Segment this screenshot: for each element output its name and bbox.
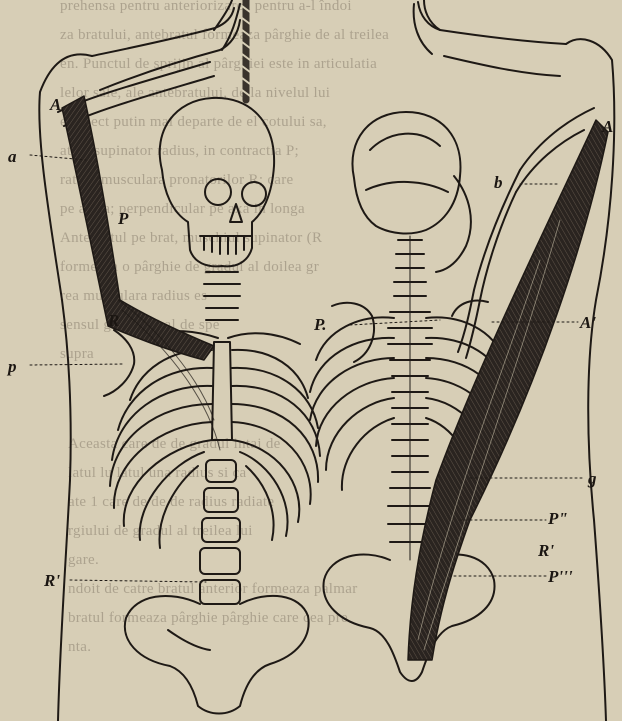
front-latissimus-muscle xyxy=(62,96,214,360)
front-cervical-spine xyxy=(204,272,240,320)
label-back-P-double: P" xyxy=(547,509,568,528)
back-latissimus-muscle xyxy=(408,120,608,660)
front-arm-outline xyxy=(92,8,240,90)
label-front-a: a xyxy=(8,147,17,166)
label-back-R-prime: R' xyxy=(537,541,554,560)
label-back-P-triple: P''' xyxy=(547,567,573,586)
back-arm-outline xyxy=(418,2,566,76)
front-skeleton-figure xyxy=(30,0,320,721)
label-back-P: P. xyxy=(313,315,326,334)
rope xyxy=(242,0,250,100)
front-sternum xyxy=(212,342,232,440)
label-back-g: g xyxy=(587,469,597,488)
label-front-p: p xyxy=(6,357,17,376)
label-front-P: P xyxy=(117,209,129,228)
back-skeleton-figure xyxy=(310,0,614,721)
front-skull xyxy=(160,98,274,266)
front-hand xyxy=(214,0,240,50)
label-front-A: A xyxy=(49,95,61,114)
back-hand xyxy=(414,0,440,54)
front-scapula xyxy=(104,330,134,396)
label-back-b: b xyxy=(494,173,503,192)
label-front-R: R xyxy=(107,311,119,330)
label-back-A-prime: A' xyxy=(579,313,596,332)
label-front-R-prime: R' xyxy=(43,571,60,590)
back-pelvis xyxy=(323,554,494,681)
back-skull xyxy=(352,112,460,233)
label-back-A: A xyxy=(601,117,613,136)
front-pelvis xyxy=(125,596,309,714)
back-jaw xyxy=(436,176,471,272)
